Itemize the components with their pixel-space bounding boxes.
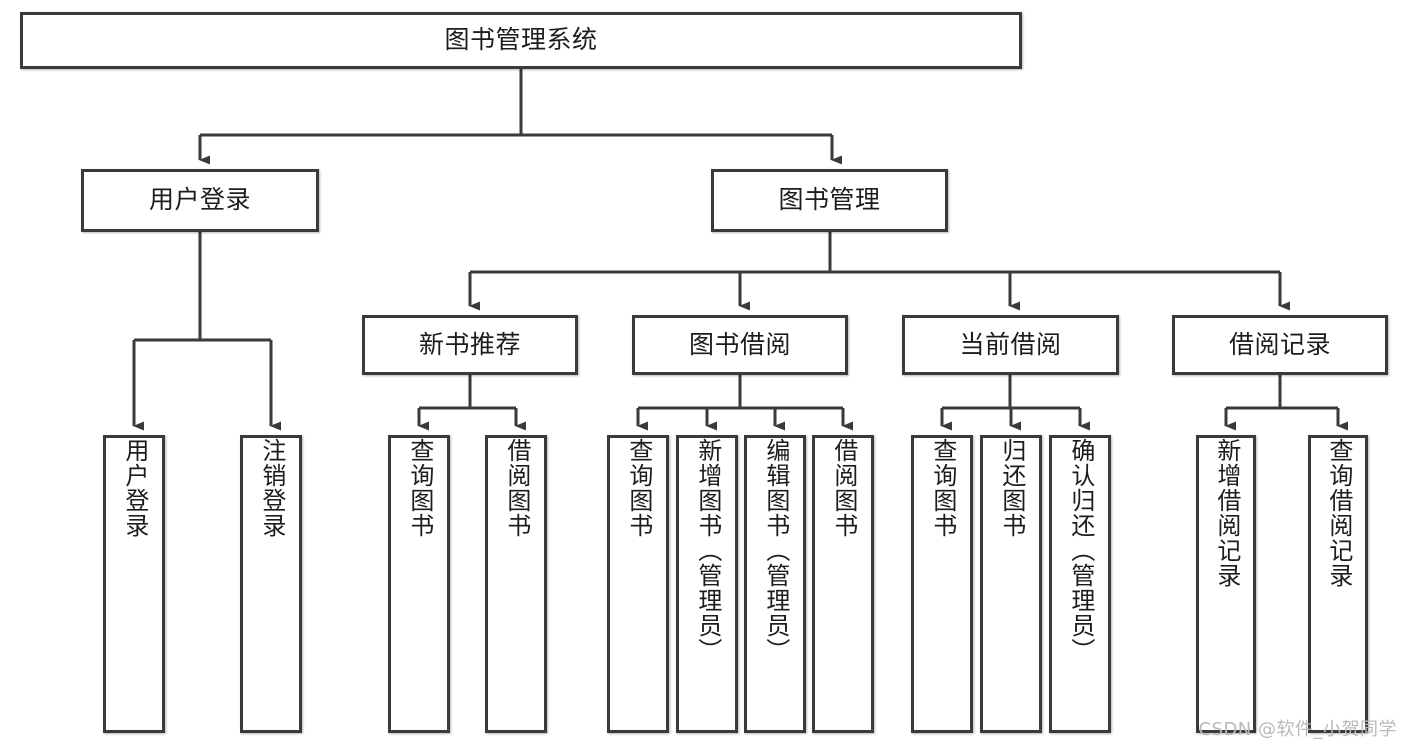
node-book-borrow-label: 图书借阅 — [688, 329, 791, 359]
node-new-book-rec[interactable]: 新书推荐 — [362, 315, 578, 375]
node-new-book-rec-label: 新书推荐 — [418, 329, 521, 359]
node-leaf-query-book-cur-label: 查询图书 — [928, 438, 957, 538]
node-leaf-confirm-return-label: 确认归还（管理员） — [1066, 438, 1095, 663]
node-borrow-record-label: 借阅记录 — [1228, 329, 1331, 359]
node-leaf-user-login[interactable]: 用户登录 — [103, 435, 165, 733]
node-leaf-query-record-label: 查询借阅记录 — [1324, 438, 1353, 588]
node-leaf-add-record-label: 新增借阅记录 — [1212, 438, 1241, 588]
node-leaf-add-book-label: 新增图书（管理员） — [693, 438, 722, 663]
node-borrow-record[interactable]: 借阅记录 — [1172, 315, 1388, 375]
node-leaf-borrow-book-label: 借阅图书 — [829, 438, 858, 538]
node-leaf-user-login-label: 用户登录 — [120, 438, 149, 538]
node-current-borrow[interactable]: 当前借阅 — [902, 315, 1119, 375]
node-user-login-label: 用户登录 — [148, 185, 251, 215]
node-leaf-confirm-return[interactable]: 确认归还（管理员） — [1049, 435, 1111, 733]
node-leaf-return-book[interactable]: 归还图书 — [980, 435, 1042, 733]
node-leaf-query-book-borrow[interactable]: 查询图书 — [607, 435, 669, 733]
node-user-login[interactable]: 用户登录 — [81, 169, 319, 232]
node-leaf-add-record[interactable]: 新增借阅记录 — [1196, 435, 1256, 733]
node-leaf-edit-book[interactable]: 编辑图书（管理员） — [744, 435, 806, 733]
node-leaf-query-book-rec[interactable]: 查询图书 — [388, 435, 450, 733]
node-leaf-query-book-rec-label: 查询图书 — [405, 438, 434, 538]
node-leaf-query-book-cur[interactable]: 查询图书 — [911, 435, 973, 733]
watermark: CSDN @软件_小贺同学 — [1198, 719, 1397, 740]
node-leaf-borrow-book-rec[interactable]: 借阅图书 — [485, 435, 547, 733]
node-root[interactable]: 图书管理系统 — [20, 12, 1022, 69]
node-book-manage-label: 图书管理 — [778, 185, 881, 215]
node-leaf-logout-label: 注销登录 — [257, 438, 286, 538]
node-leaf-borrow-book[interactable]: 借阅图书 — [812, 435, 874, 733]
node-leaf-add-book[interactable]: 新增图书（管理员） — [676, 435, 738, 733]
node-leaf-query-book-borrow-label: 查询图书 — [624, 438, 653, 538]
node-leaf-logout[interactable]: 注销登录 — [240, 435, 302, 733]
node-current-borrow-label: 当前借阅 — [959, 329, 1062, 359]
node-leaf-query-record[interactable]: 查询借阅记录 — [1308, 435, 1368, 733]
node-leaf-return-book-label: 归还图书 — [997, 438, 1026, 538]
node-book-manage[interactable]: 图书管理 — [711, 169, 948, 232]
node-book-borrow[interactable]: 图书借阅 — [632, 315, 848, 375]
node-leaf-borrow-book-rec-label: 借阅图书 — [502, 438, 531, 538]
node-leaf-edit-book-label: 编辑图书（管理员） — [761, 438, 790, 663]
node-root-label: 图书管理系统 — [444, 25, 598, 55]
